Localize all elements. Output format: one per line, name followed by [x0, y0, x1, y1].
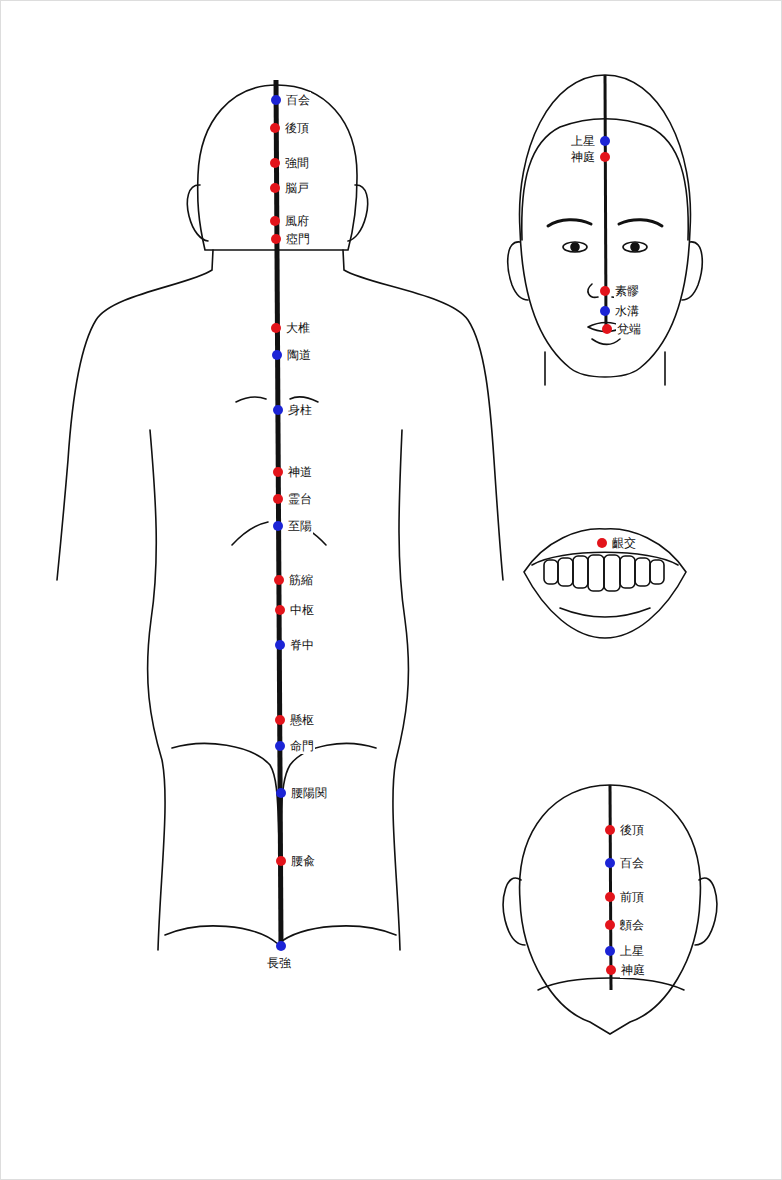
acupoint-dot: [273, 521, 283, 531]
point-label: 水溝: [614, 303, 640, 319]
acupoint-dot: [276, 788, 286, 798]
acupoint-dot: [605, 892, 615, 902]
point-label: 腰兪: [290, 853, 316, 869]
point-label: 至陽: [287, 518, 313, 534]
point-label: 後頂: [619, 822, 645, 838]
mouth-figure: [524, 529, 686, 638]
acupoint-dot: [275, 640, 285, 650]
acupoint-dot: [600, 136, 610, 146]
acupoint-dot: [271, 234, 281, 244]
face-figure: [508, 75, 702, 385]
acupoint-dot: [274, 575, 284, 585]
acupoint-dot: [270, 123, 280, 133]
point-label: 神庭: [620, 962, 646, 978]
meridian-line: [276, 80, 281, 945]
acupoint-dot: [605, 825, 615, 835]
point-label: 脳戸: [284, 180, 310, 196]
point-label: 瘂門: [285, 231, 311, 247]
point-label: 神庭: [570, 149, 596, 165]
acupoint-dot: [273, 467, 283, 477]
acupoint-dot: [273, 405, 283, 415]
point-label: 命門: [289, 738, 315, 754]
point-label: 腰陽関: [290, 785, 328, 801]
point-label: 上星: [570, 133, 596, 149]
acupoint-dot: [600, 152, 610, 162]
head-top-figure: [503, 785, 716, 1034]
point-label: 神道: [287, 464, 313, 480]
point-label: 齦交: [611, 535, 637, 551]
point-label: 上星: [619, 943, 645, 959]
point-label: 懸枢: [289, 712, 315, 728]
acupoint-dot: [270, 158, 280, 168]
point-label: 脊中: [289, 637, 315, 653]
acupoint-dot: [275, 605, 285, 615]
point-label: 兌端: [616, 321, 642, 337]
point-label: 風府: [284, 213, 310, 229]
acupoint-dot: [606, 965, 616, 975]
acupoint-dot: [270, 183, 280, 193]
point-label: 百会: [285, 92, 311, 108]
point-label: 顖会: [619, 917, 645, 933]
point-label: 霊台: [287, 491, 313, 507]
point-label: 素髎: [614, 283, 640, 299]
acupoint-dot: [275, 741, 285, 751]
acupoint-dot: [276, 856, 286, 866]
point-label: 前頂: [619, 889, 645, 905]
point-label: 百会: [619, 855, 645, 871]
acupoint-dot: [605, 858, 615, 868]
point-label: 長強: [266, 955, 292, 971]
point-label: 大椎: [285, 320, 311, 336]
point-label: 陶道: [286, 347, 312, 363]
acupoint-dot: [600, 306, 610, 316]
acupoint-dot: [271, 95, 281, 105]
point-label: 後頂: [284, 120, 310, 136]
acupoint-dot: [605, 946, 615, 956]
acupoint-dot: [275, 715, 285, 725]
meridian-line: [610, 785, 611, 990]
acupoint-dot: [602, 324, 612, 334]
acupoint-dot: [272, 350, 282, 360]
acupoint-dot: [597, 538, 607, 548]
acupoint-dot: [600, 286, 610, 296]
acupoint-dot: [270, 216, 280, 226]
acupoint-dot: [271, 323, 281, 333]
point-label: 筋縮: [288, 572, 314, 588]
point-label: 中枢: [289, 602, 315, 618]
point-label: 強間: [284, 155, 310, 171]
acupoint-dot: [605, 920, 615, 930]
point-label: 身柱: [287, 402, 313, 418]
acupoint-dot: [276, 941, 286, 951]
acupoint-dot: [273, 494, 283, 504]
